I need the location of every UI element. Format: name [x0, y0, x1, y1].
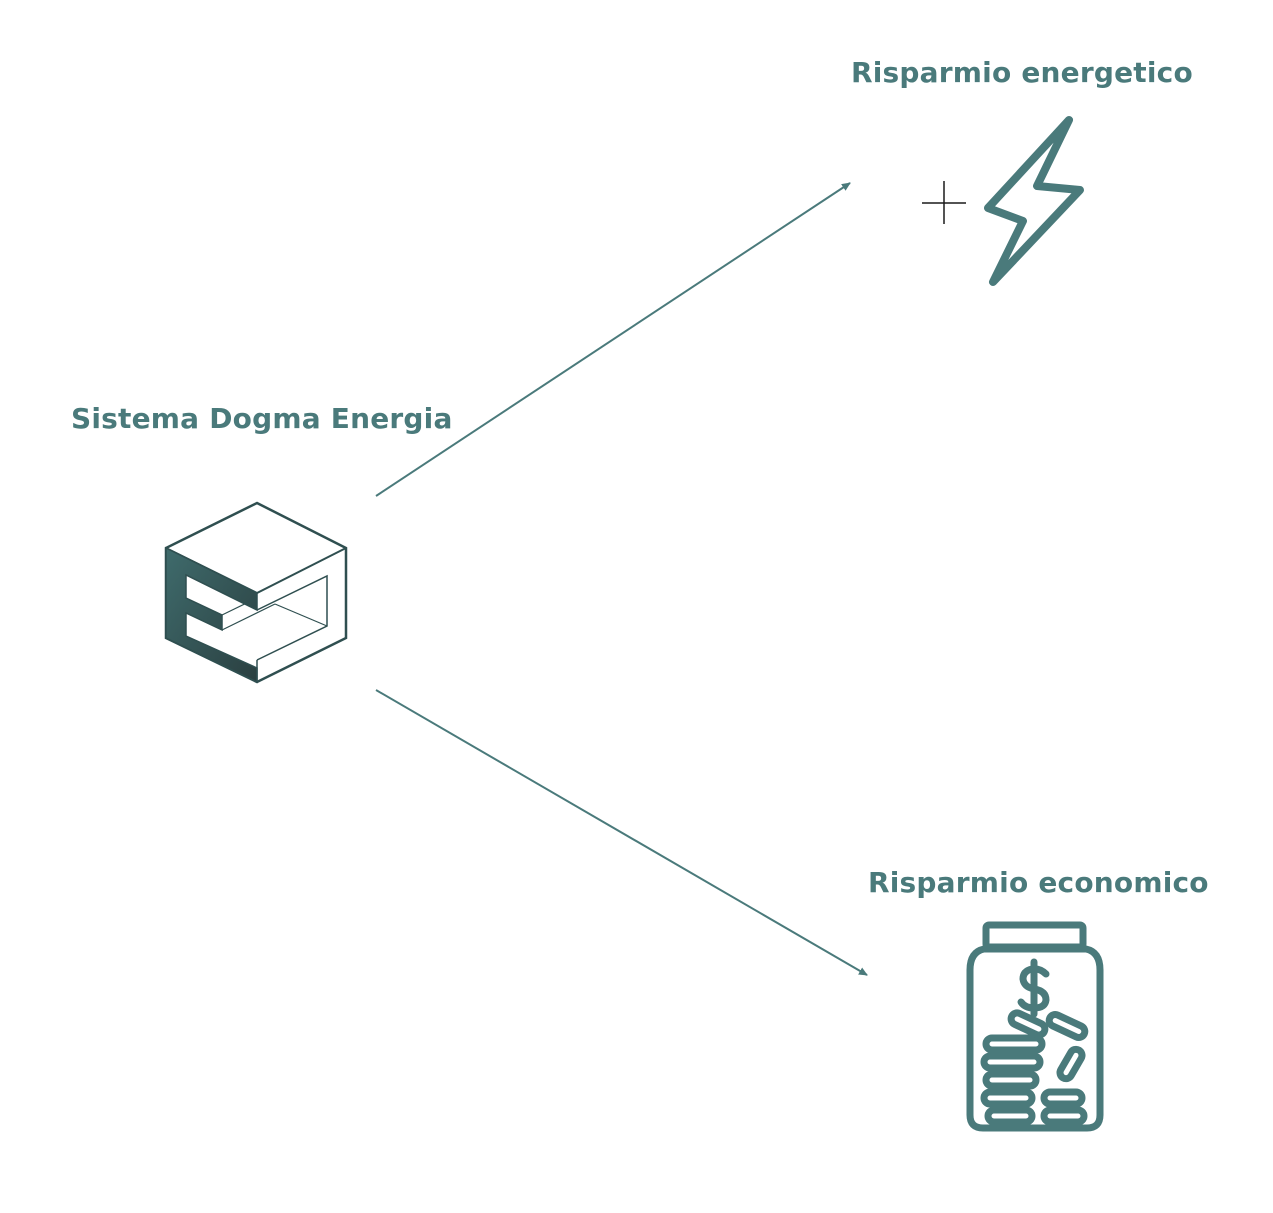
energy-saving-label: Risparmio energetico [851, 56, 1193, 89]
arrow-to-energy-saving [375, 182, 851, 497]
plus-icon [922, 181, 966, 224]
money-jar-icon [966, 921, 1104, 1132]
arrow-to-economic-saving [375, 689, 868, 976]
dogma-cube-logo-icon [164, 501, 348, 684]
source-label: Sistema Dogma Energia [71, 402, 453, 435]
economic-saving-label: Risparmio economico [868, 866, 1209, 899]
lightning-bolt-icon [984, 116, 1084, 286]
